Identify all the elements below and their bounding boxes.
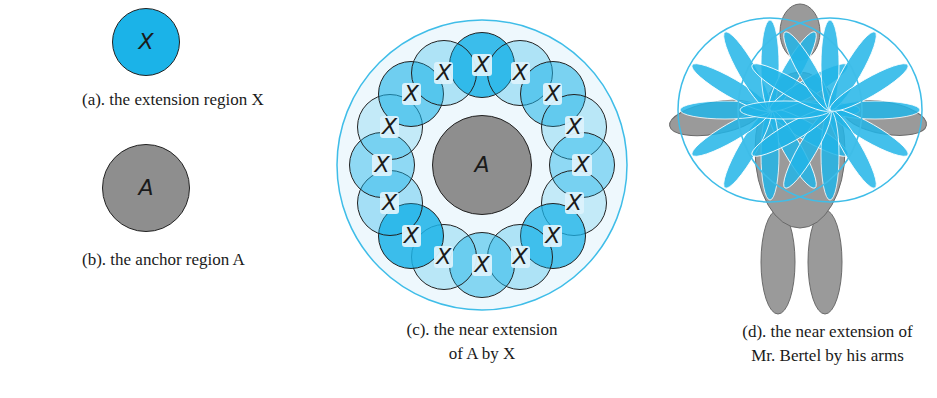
region-letter: X — [402, 83, 421, 105]
region-letter: X — [565, 116, 584, 138]
circle-shape — [411, 40, 476, 105]
region-letter: X — [572, 154, 591, 176]
extension-boundary — [337, 20, 627, 310]
region-letter: X — [472, 54, 491, 76]
leg — [808, 210, 842, 314]
caption: (c). the near extension of A by X — [401, 318, 563, 366]
region-circle: A — [102, 144, 190, 232]
region-letter: X — [543, 83, 562, 105]
region-letter: X — [511, 246, 530, 268]
region-circle: A — [432, 115, 532, 215]
circle-shape — [433, 116, 532, 215]
region-letter: X — [372, 154, 391, 176]
extension-boundary — [678, 18, 862, 202]
arm-sweep — [680, 20, 920, 200]
region-letter: A — [136, 177, 155, 199]
circle-shape — [113, 9, 180, 76]
person-figure — [667, 4, 929, 314]
region-letter: X — [434, 62, 453, 84]
region-letter: X — [136, 31, 155, 53]
region-letter: X — [511, 62, 530, 84]
region-letter: A — [472, 154, 491, 176]
region-letter: X — [543, 225, 562, 247]
region-letter: X — [380, 192, 399, 214]
region-letter: X — [472, 254, 491, 276]
caption: (b). the anchor region A — [82, 248, 312, 272]
caption: (a). the extension region X — [82, 88, 312, 112]
circle-shape — [103, 145, 190, 232]
caption: (d). the near extension of Mr. Bertel by… — [735, 320, 920, 368]
arm-position — [826, 57, 913, 118]
region-letter: X — [402, 225, 421, 247]
extension-boundary — [738, 18, 922, 202]
region-letter: X — [434, 246, 453, 268]
region-letter: X — [565, 192, 584, 214]
region-letter: X — [380, 116, 399, 138]
region-circle: X — [112, 8, 180, 76]
